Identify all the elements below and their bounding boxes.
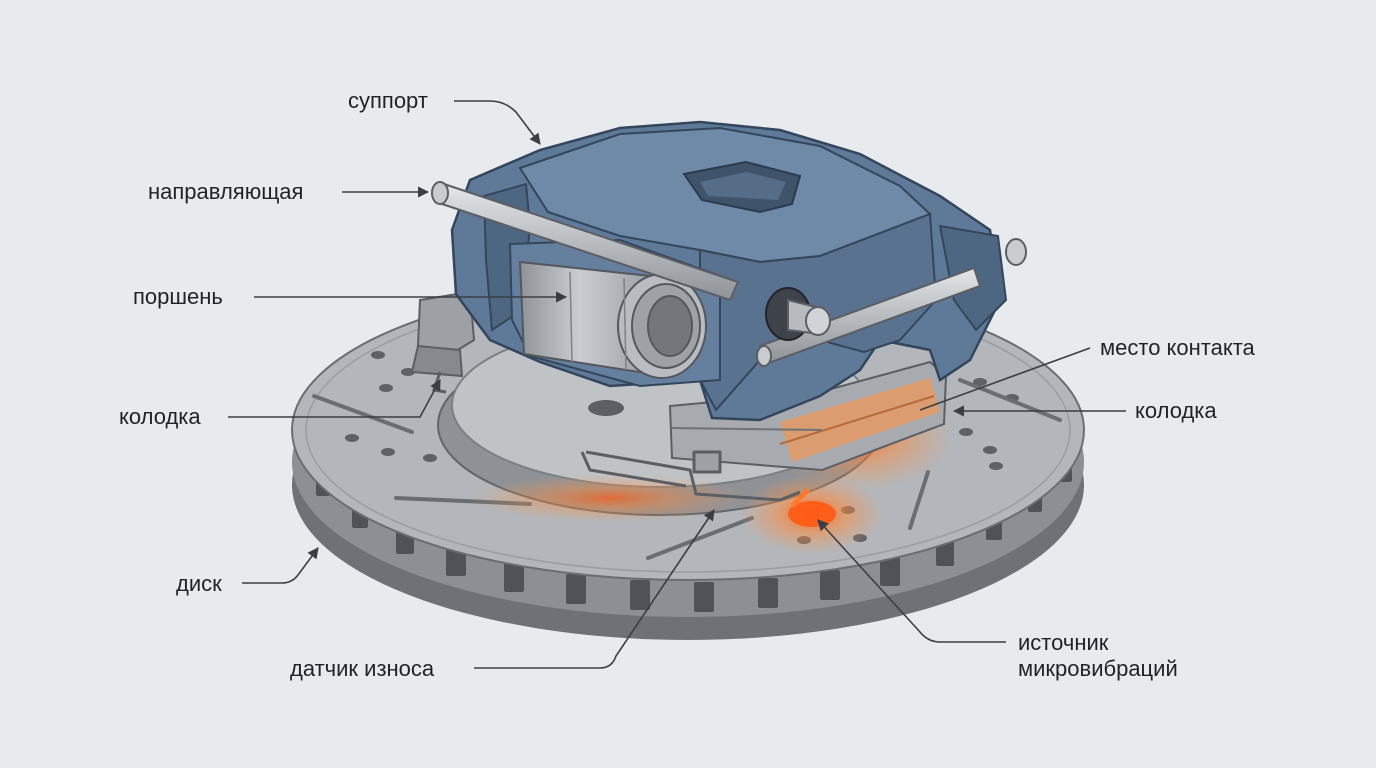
leader-disc — [242, 548, 318, 583]
label-caliper: суппорт — [348, 88, 428, 114]
label-contact-point: место контакта — [1100, 335, 1255, 361]
label-piston: поршень — [133, 284, 223, 310]
label-disc: диск — [176, 571, 222, 597]
label-pad-right: колодка — [1135, 398, 1217, 424]
label-wear-sensor: датчик износа — [290, 656, 434, 682]
label-guide-pin: направляющая — [148, 179, 303, 205]
label-vibration-source-line1: источник — [1018, 630, 1178, 656]
leader-caliper — [454, 101, 540, 144]
label-vibration-source: источник микровибраций — [1018, 630, 1178, 682]
label-pad-left: колодка — [119, 404, 201, 430]
hub-bolt-hole — [588, 400, 624, 416]
label-vibration-source-line2: микровибраций — [1018, 656, 1178, 682]
